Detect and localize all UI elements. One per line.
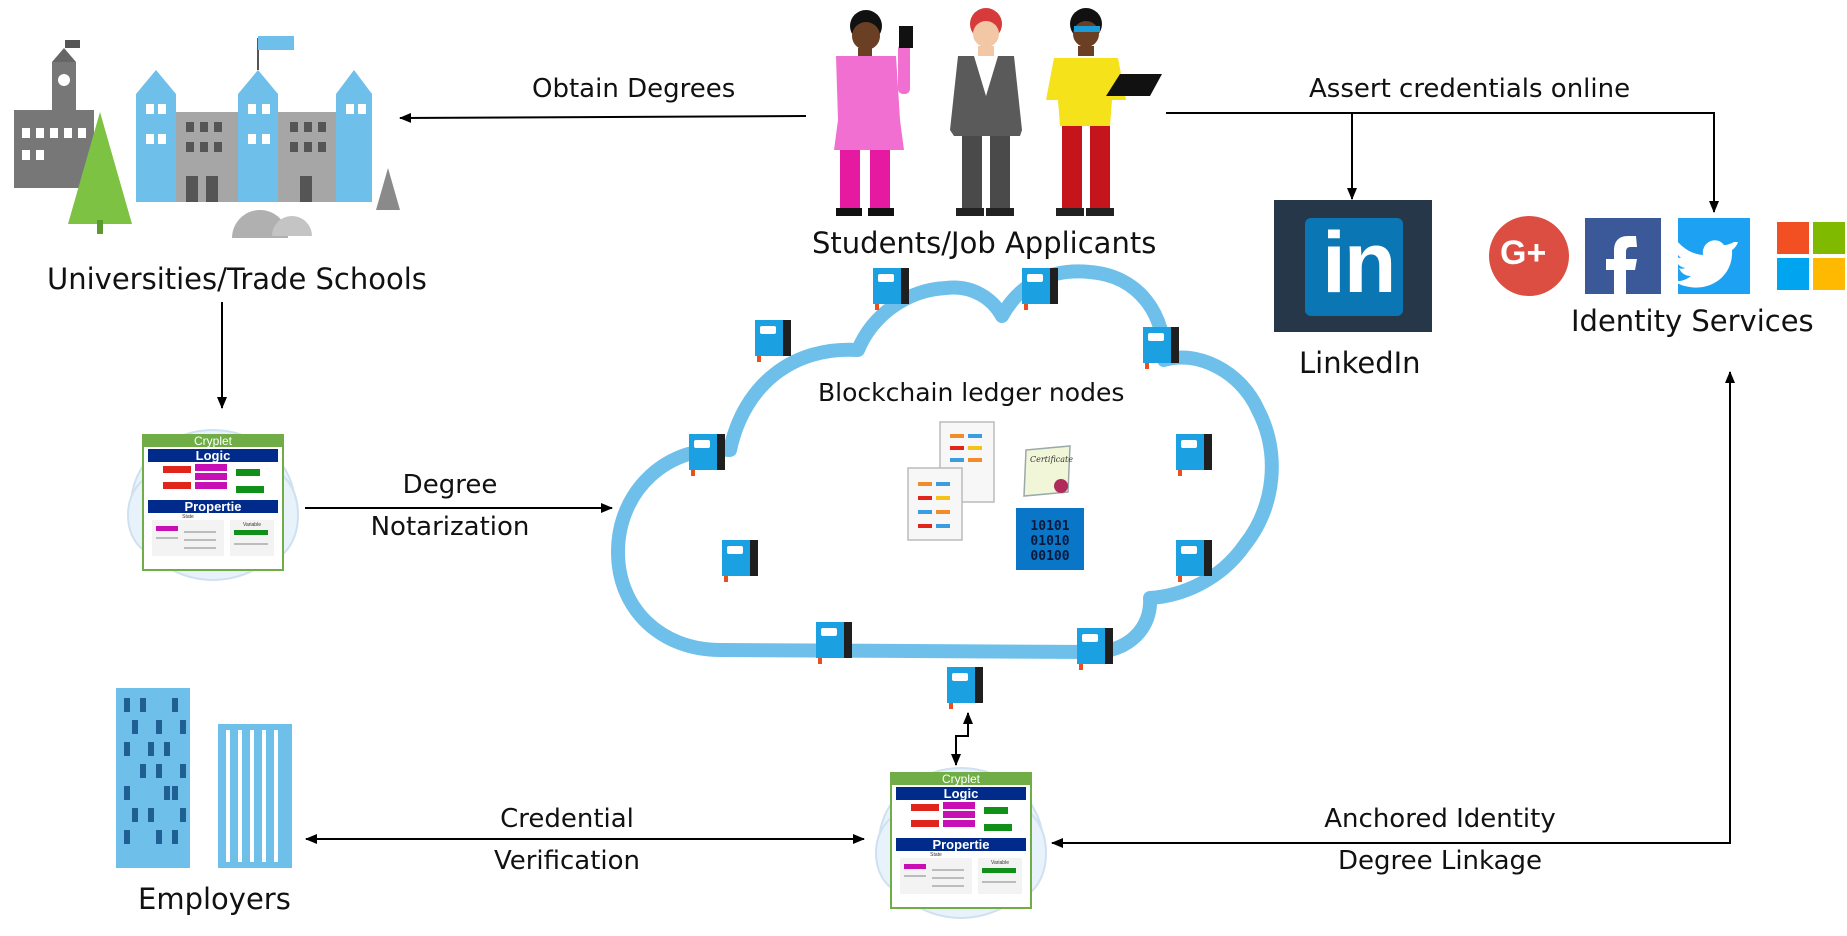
credential-label: Credential <box>500 804 634 834</box>
ledger-node <box>816 622 852 664</box>
identity-services-label: Identity Services <box>1571 304 1814 338</box>
edge-anchored-identity <box>1051 371 1735 848</box>
linkedin-logo <box>1274 200 1432 332</box>
degree-label: Degree <box>402 470 498 500</box>
blockchain-label: Blockchain ledger nodes <box>818 378 1125 407</box>
edge-obtain-degrees <box>399 112 807 123</box>
edge-ledger-cryplet <box>951 712 973 766</box>
students-label: Students/Job Applicants <box>812 226 1157 260</box>
ledger-node <box>689 434 725 476</box>
linkedin-logo-text: in <box>1322 215 1396 311</box>
binary-line: 10101 <box>1030 519 1069 534</box>
cryplet-title: Cryplet <box>942 772 981 786</box>
ledger-node <box>1176 434 1212 476</box>
ledger-document-icon <box>907 421 995 541</box>
cryplet-properties: Propertie <box>184 499 241 514</box>
certificate-icon: Certificate <box>1023 445 1073 497</box>
facebook-icon <box>1585 218 1661 294</box>
google-plus-icon <box>1489 216 1569 296</box>
cryplet-logic: Logic <box>944 786 979 801</box>
ledger-node <box>722 540 758 582</box>
ledger-node <box>1143 327 1179 369</box>
binary-line: 01010 <box>1030 534 1069 549</box>
verification-label: Verification <box>493 846 641 876</box>
ledger-node <box>1176 540 1212 582</box>
cryplet-variable: Variable <box>243 522 261 528</box>
ledger-node <box>947 667 983 709</box>
students-illustration <box>834 8 1162 216</box>
cryplet-title: Cryplet <box>194 434 233 448</box>
ledger-node <box>873 268 909 310</box>
cryplet-card-left: Cryplet Logic Propertie State Variable <box>127 429 299 581</box>
cryplet-properties: Propertie <box>932 837 989 852</box>
employers-label: Employers <box>138 882 291 916</box>
anchored-identity-label: Anchored Identity <box>1324 804 1556 834</box>
binary-line: 00100 <box>1030 549 1069 564</box>
microsoft-icon <box>1777 222 1845 290</box>
binary-data-icon: 10101 01010 00100 <box>1016 508 1084 570</box>
universities-label: Universities/Trade Schools <box>47 262 427 296</box>
employers-illustration <box>116 688 292 868</box>
edge-assert-credentials <box>1166 112 1719 213</box>
cryplet-state: State <box>182 514 194 520</box>
ledger-node <box>1022 268 1058 310</box>
cryplet-variable: Variable <box>991 860 1009 866</box>
cryplet-state: State <box>930 852 942 858</box>
cryplet-logic: Logic <box>196 448 231 463</box>
degree-linkage-label: Degree Linkage <box>1337 846 1543 876</box>
linkedin-label: LinkedIn <box>1299 346 1421 380</box>
google-plus-glyph: G+ <box>1500 234 1547 272</box>
certificate-label: Certificate <box>1030 455 1073 464</box>
notarization-label: Notarization <box>370 512 530 542</box>
ledger-node <box>1077 628 1113 670</box>
assert-credentials-label: Assert credentials online <box>1309 74 1631 104</box>
ledger-node <box>755 320 791 362</box>
twitter-icon <box>1673 218 1750 294</box>
obtain-degrees-label: Obtain Degrees <box>532 74 736 104</box>
universities-illustration <box>14 36 400 238</box>
cryplet-card-bottom: Cryplet Logic Propertie State Variable <box>875 767 1047 919</box>
